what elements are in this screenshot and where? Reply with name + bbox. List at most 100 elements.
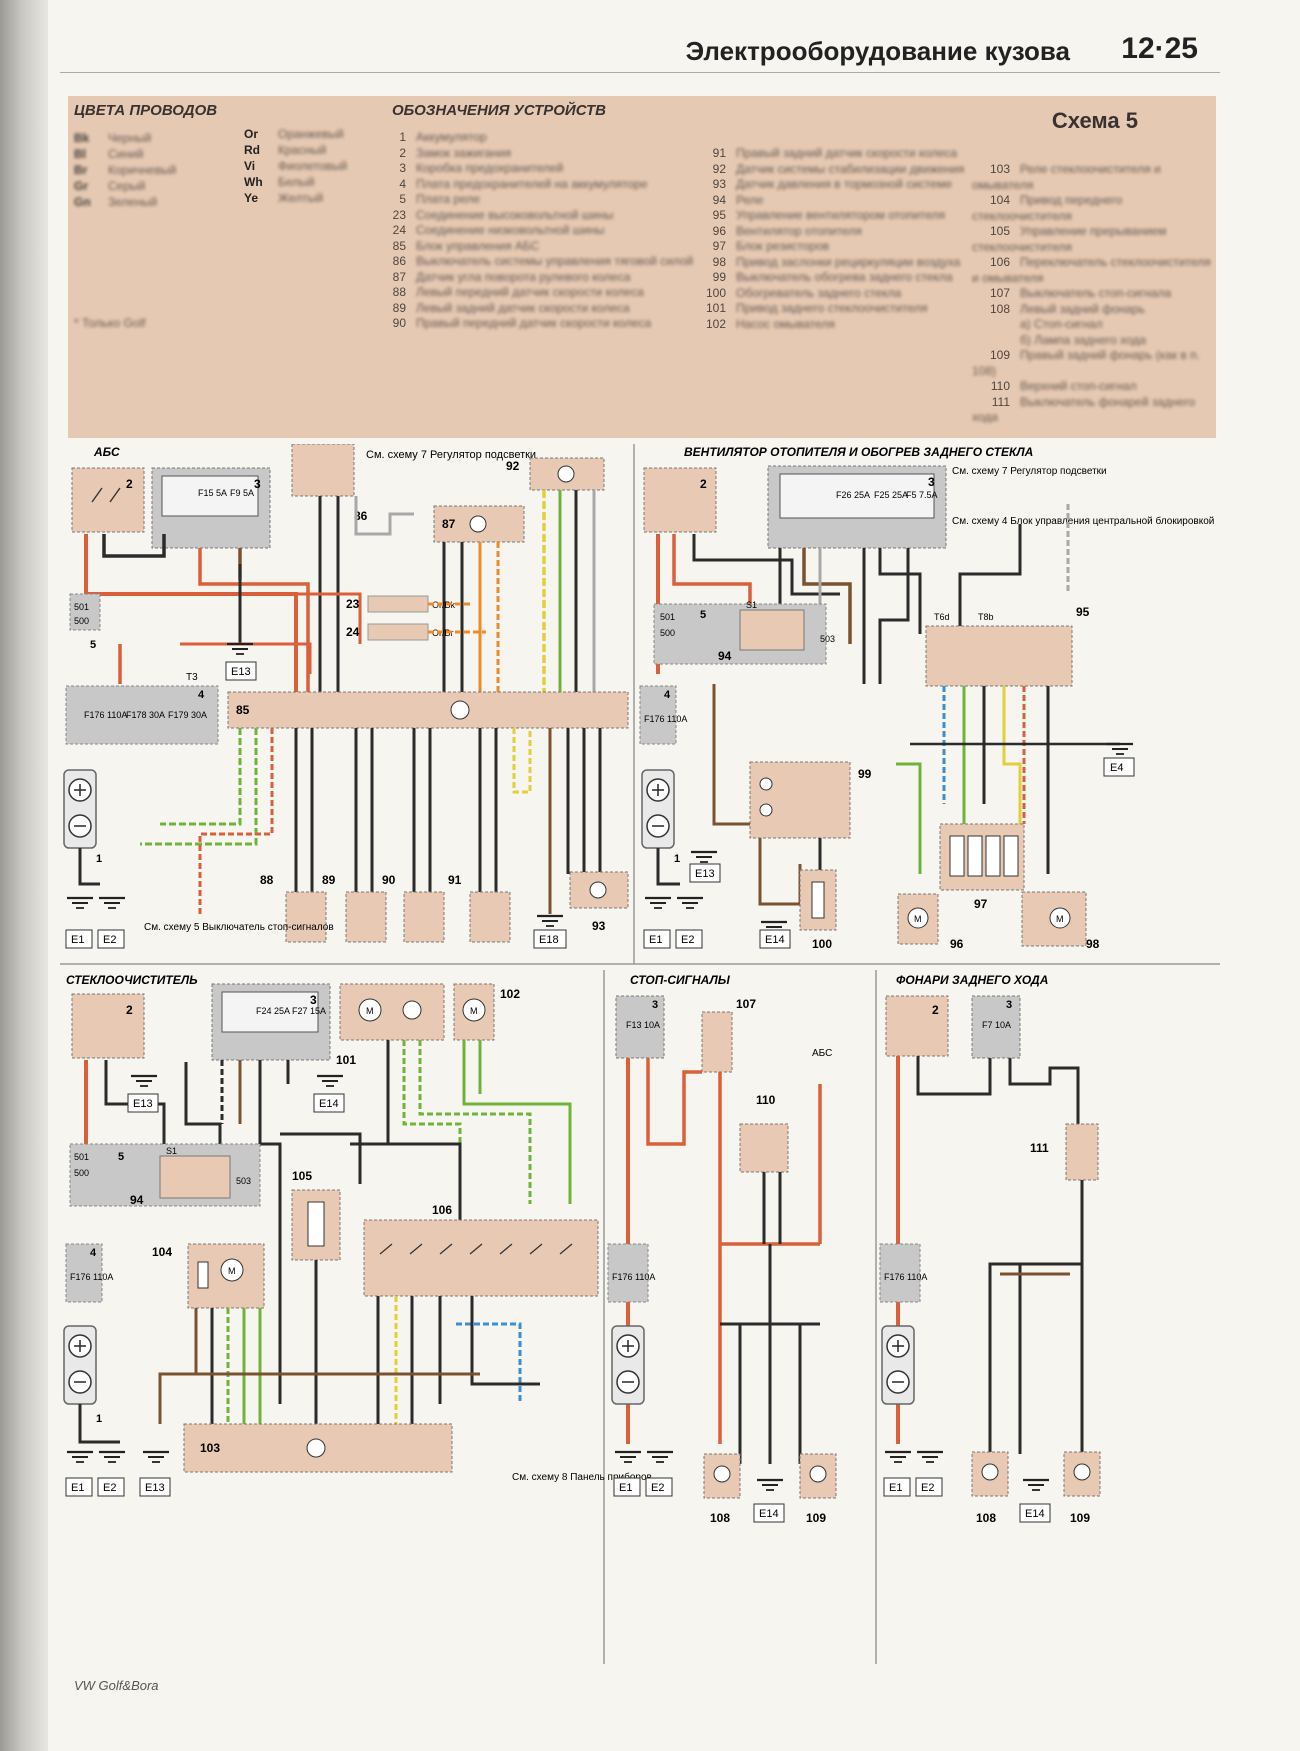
rear-defroster-switch [749,761,851,839]
terminal-label: 500 [74,1168,89,1178]
terminal-label: 503 [236,1176,251,1186]
device-label-3: 3 [310,993,317,1007]
connector-label: T6d [934,612,950,622]
abs-control-unit [227,691,629,729]
terminal-label: 501 [660,612,675,622]
terminal-label: 500 [74,616,89,626]
device-label-94: 94 [130,1193,144,1207]
page-title: Электрооборудование кузова [685,36,1070,66]
ground-label: E1 [619,1482,632,1494]
device-label-96: 96 [950,937,964,951]
ground-label: E13 [145,1482,165,1494]
device-label-1: 1 [674,853,680,865]
device-label-2: 2 [126,1003,133,1017]
svg-text:M: M [228,1266,236,1276]
fuse-label: F5 7.5A [906,490,938,500]
svg-text:M: M [914,914,922,924]
fuse-label: F176 110A [644,714,687,724]
battery-fuse-plate [65,685,219,745]
device-label-85: 85 [236,703,250,717]
device-label-108: 108 [976,1511,996,1525]
note-stop-abs: АБС [812,1048,832,1059]
connector-label: T8b [978,612,994,622]
device-label-5: 5 [90,639,96,651]
ignition-switch [885,995,949,1057]
terminal-label: 503 [820,634,835,644]
device-label-98: 98 [1086,937,1100,951]
wheel-speed-sensor-rl [345,891,387,943]
ignition-switch [643,467,717,533]
ignition-switch [71,467,145,533]
ground-label: E2 [681,934,694,946]
wiper-relay-unit [183,1423,453,1473]
terminal-label: S1 [166,1146,177,1156]
device-label-1: 1 [96,853,102,865]
legend-panel: ЦВЕТА ПРОВОДОВ ОБОЗНАЧЕНИЯ УСТРОЙСТВ Схе… [68,96,1216,438]
device-label-2: 2 [932,1003,939,1017]
ground-label: E2 [651,1482,664,1494]
fuse-label: F7 10A [982,1020,1011,1030]
device-label-87: 87 [442,517,456,531]
device-label-23: 23 [346,597,360,611]
fuse-label: F24 25A [256,1006,290,1016]
ground-label: E13 [133,1098,153,1110]
device-label-111: 111 [1030,1141,1049,1155]
device-label-92: 92 [506,459,520,473]
device-label-94: 94 [718,649,732,663]
rear-wiper-motor [339,983,445,1041]
relay [159,1155,231,1199]
device-legend-item: а) Стоп-сигнал [1020,317,1103,331]
device-label-5: 5 [700,609,706,621]
device-label-2: 2 [126,477,133,491]
device-label-3: 3 [1006,999,1012,1011]
fuse-label: F176 110A [84,710,127,720]
device-label-4: 4 [198,689,205,701]
svg-text:M: M [1056,914,1064,924]
device-label-101: 101 [336,1053,356,1067]
device-label-100: 100 [812,937,832,951]
legend-footnote: * Только Golf [74,316,146,330]
ground-label: E2 [103,1482,116,1494]
device-label-108: 108 [710,1511,730,1525]
svg-text:M: M [470,1006,478,1016]
device-label-103: 103 [200,1441,220,1455]
device-label-95: 95 [1076,605,1090,619]
fuse-label: F178 30A [126,710,165,720]
page-number: 12·25 [1121,32,1198,65]
device-label-3: 3 [254,477,261,491]
ground-label: E1 [889,1482,902,1494]
ground-label: E13 [695,868,715,880]
fuse-label: F27 15A [292,1006,326,1016]
fuse-box [615,995,665,1059]
device-label-24: 24 [346,625,360,639]
device-label-93: 93 [592,919,606,933]
terminal-label: S1 [746,600,757,610]
scheme-label: Схема 5 [1051,108,1138,133]
device-label-2: 2 [700,477,707,491]
